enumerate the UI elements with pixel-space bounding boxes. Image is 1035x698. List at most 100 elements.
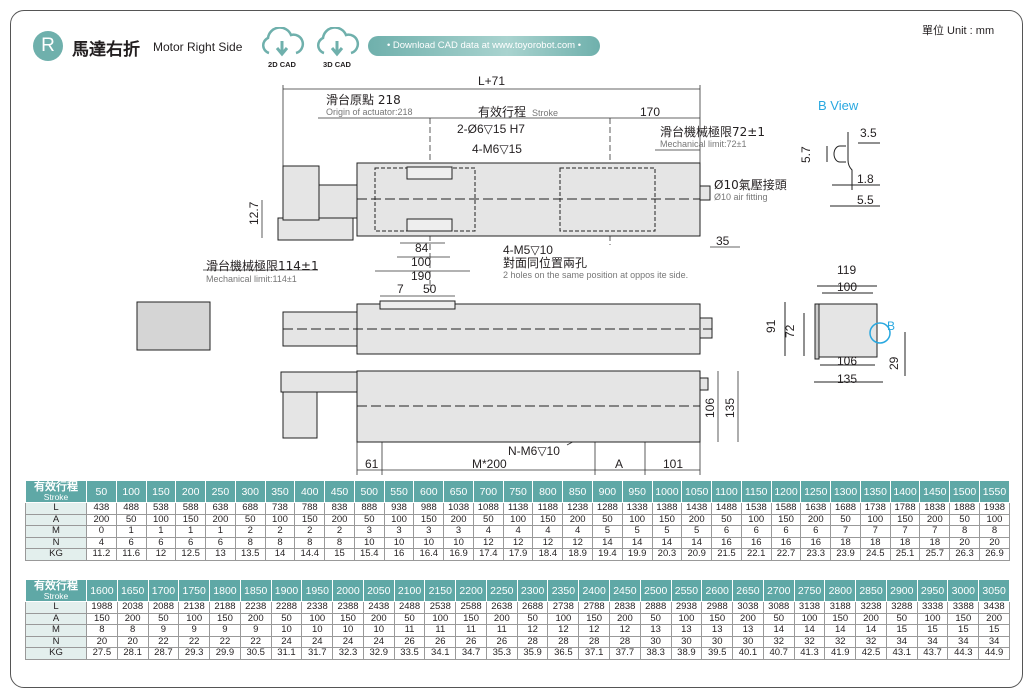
table-cell: 15 — [324, 548, 355, 561]
table-cell: 50 — [516, 612, 549, 625]
table-cell: 24.5 — [859, 548, 891, 561]
table-cell: 1688 — [830, 502, 861, 515]
table-cell: 18 — [859, 536, 891, 549]
table-cell: 7 — [859, 525, 891, 538]
table-cell: 33.5 — [393, 647, 426, 660]
table-cell: 24 — [362, 635, 395, 648]
table-cell: 16 — [711, 536, 742, 549]
table-cell: 12 — [502, 536, 534, 549]
stroke-cell: 50 — [86, 480, 117, 503]
end-dim-106: 106 — [837, 354, 857, 368]
dim-50: 50 — [423, 282, 437, 296]
table-cell: 34 — [916, 635, 949, 648]
table-cell: 38.9 — [670, 647, 703, 660]
section-title-zh: 馬達右折 — [72, 40, 140, 60]
table-cell: 20.3 — [651, 548, 683, 561]
table-cell: 2938 — [670, 601, 703, 614]
stroke-cell: 2700 — [762, 579, 795, 602]
stroke-label-en: Stroke — [532, 108, 558, 118]
table-cell: 438 — [86, 502, 117, 515]
table-cell: 3188 — [824, 601, 857, 614]
stroke-cell: 2150 — [424, 579, 457, 602]
table-cell: 1838 — [919, 502, 951, 515]
table-cell: 200 — [485, 612, 518, 625]
table-cell: 20 — [116, 635, 149, 648]
table-cell: 100 — [178, 612, 211, 625]
table-cell: 13 — [732, 624, 764, 637]
table-cell: 40.7 — [762, 647, 795, 660]
table-cell: 26 — [455, 635, 487, 648]
table-cell: 43.7 — [916, 647, 949, 660]
table-cell: 22.1 — [740, 548, 772, 561]
table-cell: 5 — [592, 525, 623, 538]
air-fitting-zh: Ø10氣壓接頭 — [714, 177, 787, 192]
stroke-cell: 250 — [205, 480, 236, 503]
table-cell: 50 — [147, 612, 180, 625]
table-cell: 2638 — [485, 601, 518, 614]
table-cell: 22 — [209, 635, 241, 648]
table-cell: 19.4 — [592, 548, 623, 561]
table-cell: 2988 — [701, 601, 734, 614]
table-cell: 1538 — [740, 502, 772, 515]
download-cad-link[interactable]: • Download CAD data at www.toyorobot.com… — [368, 36, 600, 56]
cad-3d-download[interactable]: 3D CAD — [312, 26, 362, 69]
dim-190: 190 — [411, 269, 431, 283]
stroke-cell: 1900 — [270, 579, 303, 602]
table-cell: 13 — [205, 548, 236, 561]
table-cell: 100 — [424, 612, 457, 625]
table-cell: 26 — [424, 635, 457, 648]
table-cell: 12 — [532, 536, 564, 549]
table-cell: 3338 — [916, 601, 949, 614]
dim-35: 35 — [716, 234, 730, 248]
table-cell: 37.1 — [578, 647, 611, 660]
actuator-top-view — [277, 162, 711, 241]
table-cell: 15 — [885, 624, 918, 637]
table-cell: 25.7 — [919, 548, 951, 561]
row-label: KG — [25, 548, 87, 561]
table-cell: 1 — [205, 525, 236, 538]
table-cell: 18.4 — [532, 548, 564, 561]
table-cell: 6 — [205, 536, 236, 549]
table-cell: 200 — [205, 513, 236, 526]
stroke-cell: 1200 — [770, 480, 802, 503]
table-cell: 32 — [762, 635, 795, 648]
table-cell: 17.4 — [472, 548, 504, 561]
table-cell: 30.5 — [239, 647, 272, 660]
cad-2d-download[interactable]: 2D CAD — [257, 26, 307, 69]
table-cell: 11 — [393, 624, 426, 637]
table-cell: 12.5 — [175, 548, 207, 561]
stroke-cell: 2200 — [455, 579, 487, 602]
dim-a: A — [615, 457, 623, 471]
table-cell: 6 — [770, 525, 802, 538]
stroke-cell: 2350 — [547, 579, 580, 602]
stroke-cell: 2650 — [732, 579, 764, 602]
table-cell: 1038 — [443, 502, 474, 515]
section-badge: R — [33, 31, 63, 61]
table-cell: 8 — [324, 536, 355, 549]
table-cell: 23.9 — [830, 548, 861, 561]
table-cell: 5 — [651, 525, 683, 538]
table-cell: 15 — [916, 624, 949, 637]
end-view — [784, 285, 906, 383]
table-cell: 12 — [516, 624, 549, 637]
table-cell: 13.5 — [234, 548, 266, 561]
stroke-cell: 1700 — [147, 579, 180, 602]
table-cell: 8 — [116, 624, 149, 637]
dim-100: 100 — [411, 255, 431, 269]
table-cell: 3 — [353, 525, 385, 538]
table-cell: 2 — [234, 525, 266, 538]
table-cell: 100 — [264, 513, 296, 526]
table-cell: 10 — [332, 624, 364, 637]
table-cell: 200 — [800, 513, 832, 526]
table-cell: 27.5 — [86, 647, 118, 660]
table-cell: 150 — [294, 513, 326, 526]
mech-limit-left-zh: 滑台機械極限114±1 — [206, 258, 319, 273]
table-cell: 28 — [578, 635, 611, 648]
table-cell: 12 — [472, 536, 504, 549]
stroke-cell: 1750 — [178, 579, 211, 602]
table-cell: 35.9 — [516, 647, 549, 660]
